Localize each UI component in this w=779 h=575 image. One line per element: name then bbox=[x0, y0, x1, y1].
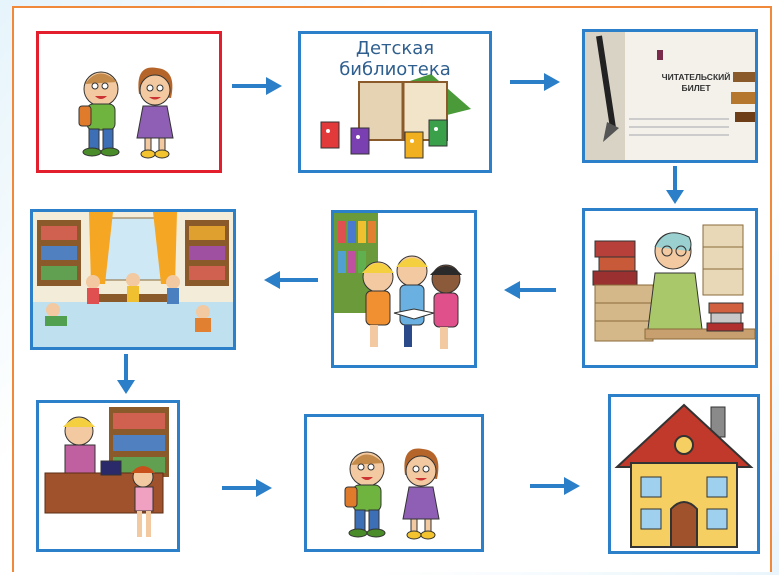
librarian-illustration bbox=[592, 224, 755, 342]
library-card-label: ЧИТАТЕЛЬСКИЙ БИЛЕТ bbox=[661, 72, 731, 93]
reading-room-illustration bbox=[33, 212, 233, 347]
house-illustration bbox=[614, 403, 754, 548]
arrow-icon bbox=[504, 281, 556, 299]
step-card-librarian bbox=[582, 208, 758, 368]
step-card-walking-home bbox=[304, 414, 484, 552]
step-card-reading-room bbox=[30, 209, 236, 350]
children-walking-illustration bbox=[78, 67, 174, 159]
arrow-icon bbox=[264, 271, 318, 289]
step-card-library-card: ЧИТАТЕЛЬСКИЙ БИЛЕТ bbox=[582, 29, 758, 163]
step-card-returning-book bbox=[36, 400, 180, 552]
arrow-icon bbox=[222, 479, 272, 497]
arrow-icon bbox=[666, 166, 684, 204]
arrow-icon bbox=[510, 73, 560, 91]
step-card-children-library: Детская библиотека bbox=[298, 31, 492, 173]
arrow-icon bbox=[232, 77, 282, 95]
children-walking-home-illustration bbox=[344, 448, 440, 540]
returning-book-illustration bbox=[44, 407, 169, 537]
step-card-children-reading bbox=[331, 210, 477, 368]
library-books-illustration bbox=[320, 74, 471, 159]
arrow-icon bbox=[117, 354, 135, 394]
arrow-icon bbox=[530, 477, 580, 495]
library-sign-title: Детская библиотека bbox=[339, 38, 451, 80]
library-card-illustration bbox=[585, 32, 755, 160]
step-card-children-walking bbox=[36, 31, 222, 173]
children-reading-illustration bbox=[334, 213, 462, 349]
step-card-house bbox=[608, 394, 760, 554]
